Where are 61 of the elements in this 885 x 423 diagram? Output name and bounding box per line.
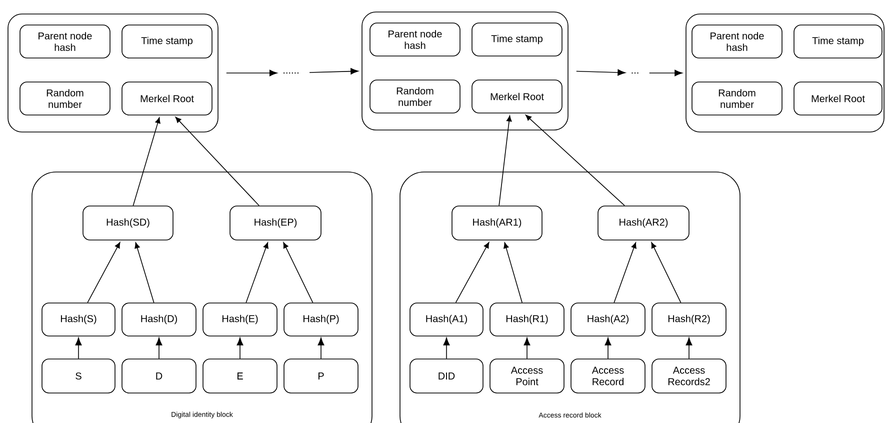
field-box: Time stamp: [472, 22, 562, 56]
hash-box: DID: [410, 358, 484, 394]
field-box: Time stamp: [122, 24, 212, 58]
arrow: [648, 70, 682, 76]
arrow: [525, 114, 625, 206]
field-box: Random number: [692, 82, 782, 116]
hash-box: Access Point: [490, 358, 564, 394]
block-frame: [686, 14, 884, 132]
arrow: [236, 338, 244, 359]
arrow: [576, 69, 626, 76]
arrow: [498, 115, 512, 206]
arrow: [614, 242, 636, 303]
hash-box: S: [42, 358, 116, 394]
hash-box: P: [284, 358, 358, 394]
arrow: [175, 116, 260, 206]
hash-box: Hash(A1): [410, 302, 484, 336]
arrow: [524, 338, 530, 359]
arrow: [246, 242, 268, 303]
arrow: [134, 242, 154, 303]
hash-box: E: [202, 358, 278, 394]
arrow: [651, 242, 682, 303]
hash-box: Hash(R2): [652, 302, 726, 336]
field-box: Parent node hash: [692, 24, 782, 58]
arrow: [87, 242, 120, 303]
arrow: [443, 338, 450, 359]
field-box: Time stamp: [794, 24, 882, 58]
field-box: Parent node hash: [20, 24, 110, 58]
hash-box: Hash(R1): [490, 302, 564, 336]
arrow: [283, 242, 314, 303]
block-frame: [8, 14, 218, 132]
arrow: [455, 242, 490, 303]
hash-box: D: [122, 358, 196, 394]
arrow: [686, 338, 692, 359]
field-box: Merkel Root: [794, 82, 882, 116]
ellipsis-text: ...: [632, 72, 638, 74]
field-box: Merkel Root: [122, 82, 212, 116]
arrow: [604, 338, 612, 359]
hash-box: Hash(D): [122, 302, 196, 336]
arrow: [132, 117, 160, 206]
arrow: [226, 70, 278, 76]
hash-box: Hash(AR2): [598, 206, 690, 240]
arrow: [318, 338, 324, 359]
hash-box: Hash(A2): [570, 302, 646, 336]
hash-box: Hash(S): [42, 302, 116, 336]
field-box: Random number: [370, 80, 460, 114]
hash-box: Hash(E): [202, 302, 278, 336]
field-box: Merkel Root: [472, 80, 562, 114]
hash-box: Access Record: [570, 358, 646, 394]
hash-box: Hash(P): [284, 302, 358, 336]
field-box: Random number: [20, 82, 110, 116]
arrow: [309, 68, 358, 74]
hash-box: Hash(SD): [82, 206, 174, 240]
field-box: Parent node hash: [370, 22, 460, 56]
hash-box: Hash(EP): [230, 206, 322, 240]
hash-box: Access Records2: [652, 358, 726, 394]
block-frame: [362, 12, 568, 130]
arrow: [504, 242, 522, 303]
ellipsis-text: ......: [284, 72, 298, 74]
arrow: [156, 338, 162, 359]
arrow: [75, 338, 82, 359]
hash-box: Hash(AR1): [452, 206, 542, 240]
